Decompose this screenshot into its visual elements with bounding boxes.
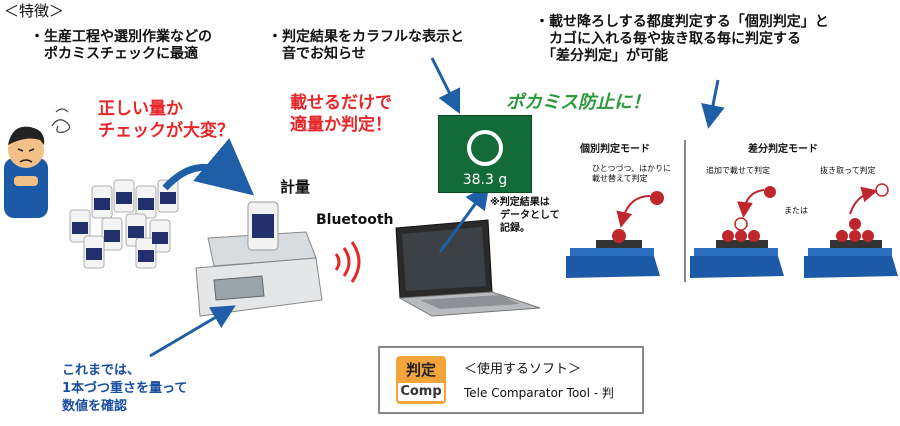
judgement-display: 38.3 g: [438, 115, 532, 193]
bottles-icon: [69, 179, 179, 269]
header-title: ＜特徴＞: [4, 2, 65, 20]
display-value: 38.3 g: [462, 172, 508, 188]
worried-person-icon: [4, 108, 71, 218]
diff-remove-desc: 抜き取って判定: [820, 166, 876, 175]
callout-hard-check: 正しい量か チェックが大変？: [98, 99, 234, 141]
software-caption: ＜使用するソフト＞: [464, 362, 582, 377]
software-box: 判定 Comp ＜使用するソフト＞ Tele Comparator Tool -…: [378, 346, 644, 414]
arrow-to-scale: [149, 305, 236, 358]
diff-remove-scale-icon: [804, 183, 898, 278]
label-bluetooth: Bluetooth: [316, 212, 394, 228]
callout-until-now: これまでは、 1本づつ重さを量って 数値を確認: [62, 363, 188, 414]
feature-3: ・載せ降ろしする都度判定する「個別判定」と カゴに入れる毎や抜き取る毎に判定する…: [535, 14, 829, 64]
label-weigh: 計量: [280, 178, 311, 196]
badge-top: 判定: [405, 361, 436, 379]
label-recorded: ※判定結果は データとして 記録。: [490, 197, 560, 234]
individual-mode-scale-icon: [566, 191, 664, 278]
feature-2: ・判定結果をカラフルな表示と 音でお知らせ: [268, 29, 464, 62]
callout-just-place: 載せるだけで 適量か判定！: [290, 93, 392, 135]
bluetooth-signal-icon: [334, 241, 361, 283]
diff-mode-title: 差分判定モード: [748, 144, 818, 155]
arrow-from-laptop: [438, 184, 490, 253]
individual-mode-desc: ひとつづつ、はかりに 載せ替えて判定: [592, 164, 672, 183]
diff-or: または: [784, 206, 808, 215]
callout-prevent: ポカミス防止に！: [506, 92, 650, 113]
individual-mode-title: 個別判定モード: [580, 144, 650, 155]
laptop-icon: [395, 219, 541, 317]
scale-icon: [195, 201, 323, 317]
curved-arrow-icon: [162, 138, 255, 196]
feature-1: ・生産工程や選別作業などの ポカミスチェックに最適: [30, 29, 212, 62]
software-name: Tele Comparator Tool - 判: [464, 386, 614, 400]
hantei-comp-logo: 判定 Comp: [396, 356, 446, 404]
arrow-to-display: [430, 57, 461, 115]
badge-bottom: Comp: [398, 383, 444, 401]
diff-add-desc: 追加で載せて判定: [706, 166, 770, 175]
ok-circle-icon: [467, 130, 503, 166]
arrow-to-modes: [701, 79, 725, 129]
diff-add-scale-icon: [690, 186, 784, 278]
